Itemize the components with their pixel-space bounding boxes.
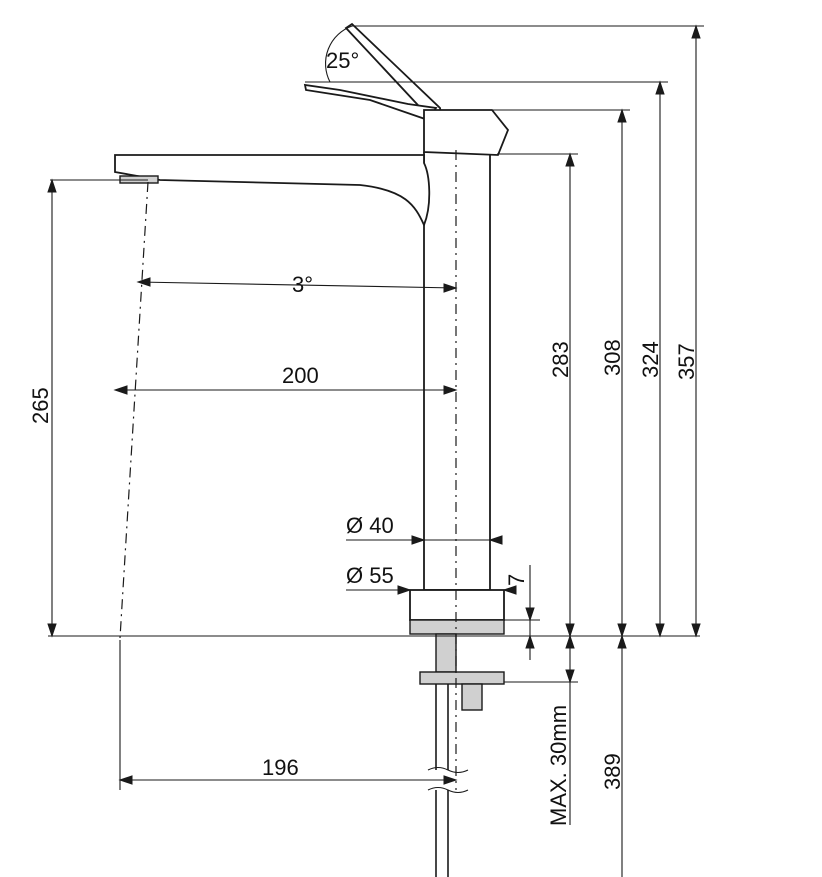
- label-handle-angle: 25°: [326, 48, 359, 73]
- label-outlet-offset: 196: [262, 755, 299, 780]
- label-outlet-height: 265: [28, 387, 53, 424]
- reference-lines: [48, 150, 700, 790]
- mounting-washer: [461, 683, 483, 711]
- mounting-stud: [435, 633, 457, 673]
- label-body-diameter: Ø 40: [346, 513, 394, 538]
- label-handle-pivot-height: 308: [600, 339, 625, 376]
- dimension-labels: 25° 3° 200 Ø 40 Ø 55 196 265 7 283 308 3…: [28, 48, 699, 826]
- label-base-diameter: Ø 55: [346, 563, 394, 588]
- label-max-deck: MAX. 30mm: [546, 705, 571, 826]
- label-total-height: 357: [674, 343, 699, 380]
- supply-hose: [435, 684, 449, 877]
- faucet-body: [423, 149, 498, 591]
- label-spout-reach: 200: [282, 363, 319, 388]
- faucet-spout: [114, 154, 431, 228]
- mounting-nut: [419, 671, 505, 685]
- faucet-base: [409, 589, 505, 621]
- hose-break: [427, 766, 469, 794]
- label-handle-closed-height: 324: [638, 341, 663, 378]
- dimension-lines: [47, 24, 704, 877]
- faucet-outline: [114, 22, 510, 877]
- label-base-height: 7: [504, 574, 529, 586]
- label-spout-top-height: 283: [548, 341, 573, 378]
- label-spout-tilt: 3°: [292, 272, 313, 297]
- base-plate: [409, 619, 505, 635]
- label-hose-length: 389: [600, 753, 625, 790]
- handle-head: [423, 109, 510, 156]
